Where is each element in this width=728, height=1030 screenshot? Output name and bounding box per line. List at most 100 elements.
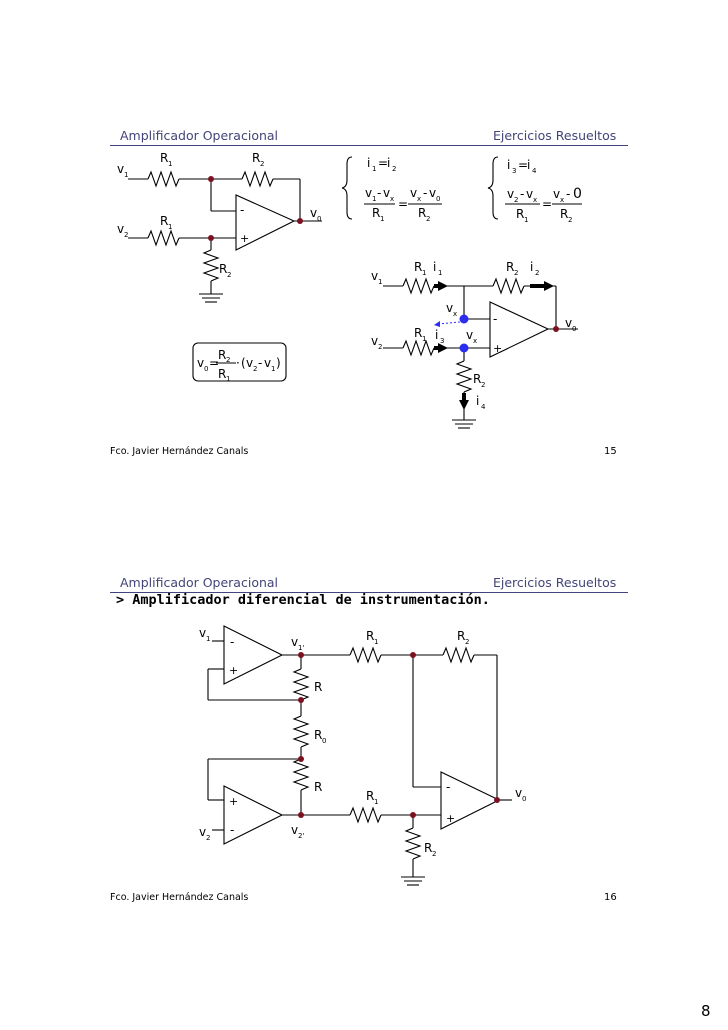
- header-left: Amplificador Operacional: [120, 575, 279, 590]
- svg-text:v: v: [246, 356, 253, 370]
- svg-text:+: +: [229, 795, 238, 808]
- svg-text:R: R: [516, 207, 524, 221]
- svg-text:3: 3: [440, 337, 444, 345]
- svg-text:-: -: [258, 356, 262, 370]
- svg-text:R: R: [160, 151, 168, 165]
- svg-text:2: 2: [206, 834, 210, 842]
- svg-text:1: 1: [372, 165, 376, 173]
- svg-text:4: 4: [532, 167, 537, 175]
- svg-text:+: +: [446, 812, 455, 825]
- svg-text:0: 0: [322, 737, 326, 745]
- svg-text:2: 2: [226, 356, 230, 364]
- svg-text:1: 1: [380, 215, 384, 223]
- svg-text:R: R: [424, 841, 432, 855]
- header-left: Amplificador Operacional: [120, 128, 279, 143]
- svg-text:x: x: [417, 195, 421, 203]
- arrow-i1-icon: [438, 281, 448, 291]
- vx-node-plus: [459, 343, 469, 353]
- svg-text:-: -: [493, 312, 497, 326]
- svg-text:+: +: [229, 664, 238, 677]
- svg-text:2: 2: [227, 271, 231, 279]
- svg-text:=: =: [398, 197, 408, 211]
- svg-text:2: 2: [426, 215, 430, 223]
- page-number: 15: [604, 446, 617, 457]
- svg-text:R: R: [457, 629, 465, 643]
- svg-text:v: v: [410, 186, 417, 200]
- svg-text:0: 0: [436, 195, 440, 203]
- svg-text:1: 1: [372, 195, 376, 203]
- svg-text:i: i: [476, 394, 479, 408]
- svg-text:R: R: [506, 260, 514, 274]
- svg-text:i: i: [387, 156, 390, 170]
- svg-text:+: +: [493, 342, 502, 355]
- svg-text:=: =: [378, 156, 388, 170]
- svg-text:-: -: [230, 635, 234, 649]
- svg-text:R: R: [219, 262, 227, 276]
- svg-text:1: 1: [206, 635, 210, 643]
- svg-text:=: =: [542, 197, 552, 211]
- svg-text:1': 1': [298, 644, 304, 652]
- svg-text:1: 1: [226, 375, 230, 383]
- svg-text:4: 4: [481, 403, 486, 411]
- svg-text:1: 1: [374, 798, 378, 806]
- svg-text:2: 2: [378, 343, 382, 351]
- svg-text:1: 1: [124, 171, 128, 179]
- svg-text:R: R: [314, 680, 322, 694]
- svg-text:x: x: [560, 196, 564, 204]
- svg-text:x: x: [533, 196, 537, 204]
- svg-text:2: 2: [260, 160, 264, 168]
- page-number: 16: [604, 892, 617, 903]
- svg-text:2: 2: [253, 365, 257, 373]
- svg-text:v: v: [199, 825, 206, 839]
- svg-text:v: v: [507, 187, 514, 201]
- svg-text:i: i: [530, 260, 533, 274]
- svg-text:2: 2: [392, 165, 396, 173]
- header-rule: [110, 592, 628, 593]
- svg-text:R: R: [218, 348, 226, 362]
- svg-text:v: v: [197, 356, 204, 370]
- svg-text:2: 2: [124, 231, 128, 239]
- footer-author: Fco. Javier Hernández Canals: [110, 446, 249, 457]
- footer-author: Fco. Javier Hernández Canals: [110, 892, 249, 903]
- header-rule: [110, 145, 628, 146]
- svg-text:v: v: [526, 187, 533, 201]
- svg-text:2: 2: [481, 381, 485, 389]
- svg-text:v: v: [199, 626, 206, 640]
- header-right: Ejercicios Resueltos: [493, 128, 617, 143]
- svg-text:v: v: [383, 186, 390, 200]
- svg-text:R: R: [414, 326, 422, 340]
- slide-subtitle: > Amplificador diferencial de instrument…: [116, 592, 490, 608]
- svg-text:v: v: [291, 823, 298, 837]
- svg-text:v: v: [515, 786, 522, 800]
- header-right: Ejercicios Resueltos: [493, 575, 617, 590]
- svg-text:1: 1: [374, 638, 378, 646]
- svg-text:): ): [276, 356, 281, 370]
- svg-text:-: -: [230, 823, 234, 837]
- svg-text:v: v: [117, 162, 124, 176]
- svg-text:v: v: [371, 269, 378, 283]
- svg-text:i: i: [527, 158, 530, 172]
- svg-text:1: 1: [378, 278, 382, 286]
- sheet-number: 8: [701, 1002, 711, 1020]
- svg-text:1: 1: [271, 365, 275, 373]
- svg-text:R: R: [414, 260, 422, 274]
- svg-text:R: R: [560, 207, 568, 221]
- svg-text:2: 2: [568, 216, 572, 224]
- svg-text:2: 2: [465, 638, 469, 646]
- svg-text:R: R: [372, 206, 380, 220]
- svg-text:-: -: [566, 187, 570, 201]
- svg-text:i: i: [435, 328, 438, 342]
- svg-text:R: R: [160, 214, 168, 228]
- svg-text:1: 1: [168, 160, 172, 168]
- svg-text:1: 1: [524, 216, 528, 224]
- svg-text:=: =: [209, 356, 219, 370]
- svg-text:0: 0: [572, 325, 576, 333]
- svg-text:+: +: [240, 232, 249, 245]
- svg-text:v: v: [291, 635, 298, 649]
- svg-text:v: v: [117, 222, 124, 236]
- arrow-i4-icon: [459, 400, 469, 410]
- arrow-i2-icon: [544, 281, 554, 291]
